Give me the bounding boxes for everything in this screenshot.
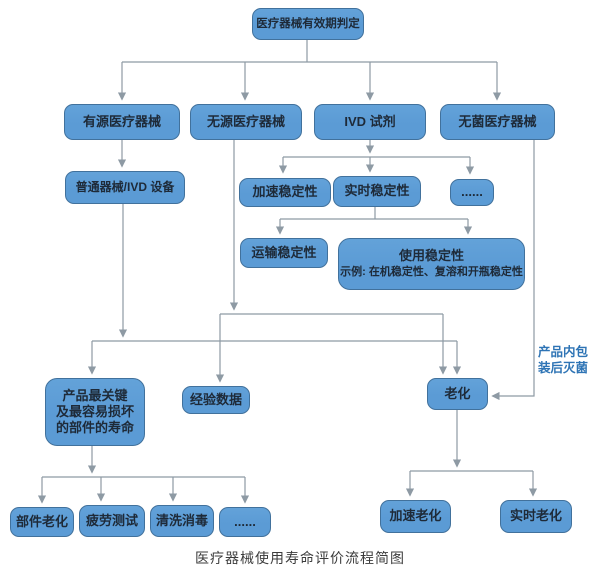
node-ivd-reagent: IVD 试剂 (314, 104, 426, 140)
node-sterile-device: 无菌医疗器械 (440, 104, 555, 140)
critical-line-3: 的部件的寿命 (55, 420, 134, 436)
node-ellipsis-top: ...... (450, 179, 494, 206)
diagram-caption: 医疗器械使用寿命评价流程简图 (195, 550, 405, 566)
node-passive-device: 无源医疗器械 (190, 104, 302, 140)
node-accelerated-aging: 加速老化 (380, 500, 451, 533)
node-active-device: 有源医疗器械 (64, 104, 180, 140)
use-stability-note: 示例: 在机稳定性、复溶和开瓶稳定性 (340, 266, 523, 279)
node-realtime-aging: 实时老化 (500, 500, 572, 533)
node-empirical-data: 经验数据 (182, 386, 250, 414)
node-accelerated-stability: 加速稳定性 (239, 178, 331, 207)
use-stability-title: 使用稳定性 (398, 248, 464, 263)
node-fatigue-test: 疲劳测试 (79, 505, 145, 537)
annotation-line-2: 装后灭菌 (538, 361, 589, 375)
node-cleaning-disinfection: 清洗消毒 (150, 505, 214, 537)
node-aging: 老化 (427, 378, 488, 410)
node-transport-stability: 运输稳定性 (240, 238, 328, 268)
critical-line-2: 及最容易损坏 (55, 403, 134, 419)
critical-line-1: 产品最关键 (62, 387, 128, 403)
node-root: 医疗器械有效期判定 (252, 8, 364, 40)
node-common-device: 普通器械/IVD 设备 (65, 171, 185, 204)
annotation-sterilization: 产品内包 装后灭菌 (538, 344, 600, 376)
node-critical-component: 产品最关键 及最容易损坏 的部件的寿命 (45, 378, 145, 446)
node-ellipsis-bottom: ...... (219, 507, 271, 537)
node-realtime-stability: 实时稳定性 (333, 176, 421, 207)
node-part-aging: 部件老化 (10, 507, 74, 537)
node-use-stability: 使用稳定性 示例: 在机稳定性、复溶和开瓶稳定性 (338, 238, 525, 290)
annotation-line-1: 产品内包 (538, 345, 589, 359)
